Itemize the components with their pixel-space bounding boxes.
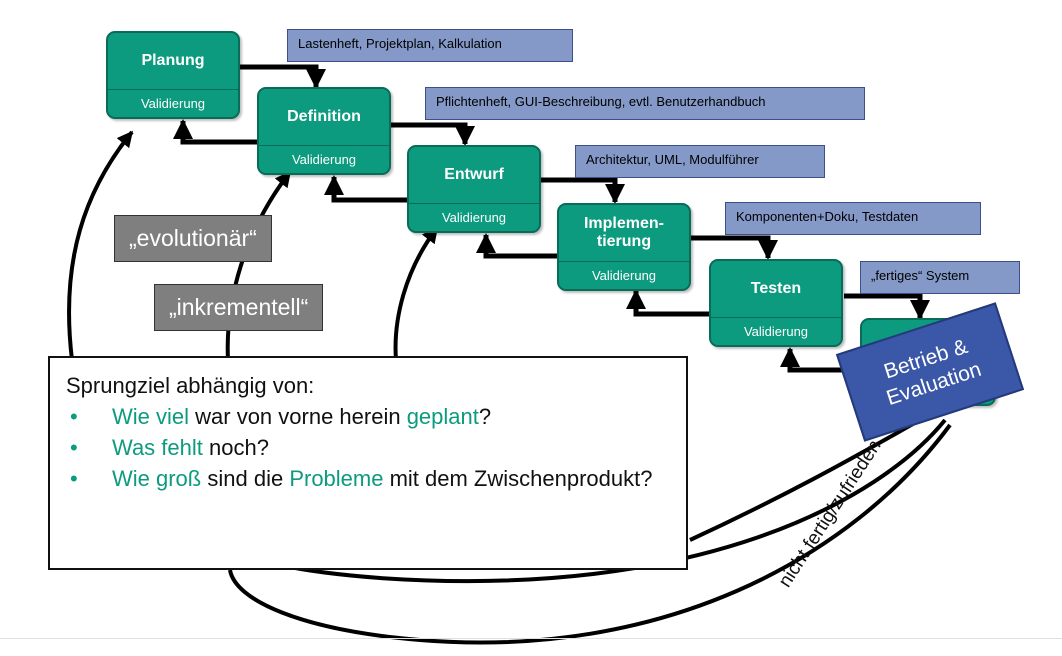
highlight-text: Wie viel	[112, 404, 190, 429]
list-item: • Wie viel war von vorne herein geplant?	[66, 401, 670, 432]
artifact-entwurf: Architektur, UML, Modulführer	[575, 145, 825, 178]
phase-title: Testen	[750, 280, 802, 297]
list-text: war von vorne herein	[189, 404, 407, 429]
phase-definition: Definition Validierung	[257, 87, 391, 175]
artifact-definition: Pflichtenheft, GUI-Beschreibung, evtl. B…	[425, 87, 865, 120]
bullet-icon: •	[70, 435, 78, 460]
phase-validation: Validierung	[591, 268, 657, 283]
phase-planung: Planung Validierung	[106, 31, 240, 119]
highlight-text: Was fehlt	[112, 435, 203, 460]
list-text: mit dem Zwischenprodukt?	[383, 466, 653, 491]
callout-evolutionaer: „evolutionär“	[114, 215, 272, 262]
callout-inkrementell: „inkrementell“	[154, 284, 324, 331]
phase-validation: Validierung	[140, 96, 206, 111]
betrieb-label: Betrieb & Evaluation	[881, 334, 985, 410]
artifact-planung: Lastenheft, Projektplan, Kalkulation	[287, 29, 573, 62]
textbox-list: • Wie viel war von vorne herein geplant?…	[66, 401, 670, 494]
phase-validation: Validierung	[441, 210, 507, 225]
phase-testen: Testen Validierung	[709, 259, 843, 347]
highlight-text: Wie groß	[112, 466, 202, 491]
list-item: • Was fehlt noch?	[66, 432, 670, 463]
bullet-icon: •	[70, 404, 78, 429]
artifact-implementierung: Komponenten+Doku, Testdaten	[725, 202, 981, 235]
phase-divider	[409, 203, 539, 204]
highlight-text: Probleme	[289, 466, 384, 491]
phase-entwurf: Entwurf Validierung	[407, 145, 541, 233]
divider	[0, 638, 1062, 639]
textbox-heading: Sprungziel abhängig von:	[66, 373, 315, 398]
list-text: sind die	[201, 466, 290, 491]
phase-validation: Validierung	[743, 324, 809, 339]
bullet-icon: •	[70, 466, 78, 491]
list-text: noch?	[202, 435, 269, 460]
phase-divider	[559, 261, 689, 262]
phase-title: Implemen- tierung	[583, 215, 664, 250]
jump-target-textbox: Sprungziel abhängig von: • Wie viel war …	[48, 356, 688, 570]
phase-divider	[259, 145, 389, 146]
phase-validation: Validierung	[291, 152, 357, 167]
phase-title: Definition	[287, 108, 361, 125]
highlight-text: geplant	[406, 404, 479, 429]
list-item: • Wie groß sind die Probleme mit dem Zwi…	[66, 463, 670, 494]
phase-divider	[108, 89, 238, 90]
phase-title: Entwurf	[444, 166, 504, 183]
artifact-testen: „fertiges“ System	[860, 261, 1020, 294]
phase-divider	[711, 317, 841, 318]
phase-title: Planung	[141, 52, 205, 69]
phase-implementierung: Implemen- tierung Validierung	[557, 203, 691, 291]
list-text: ?	[478, 404, 492, 429]
